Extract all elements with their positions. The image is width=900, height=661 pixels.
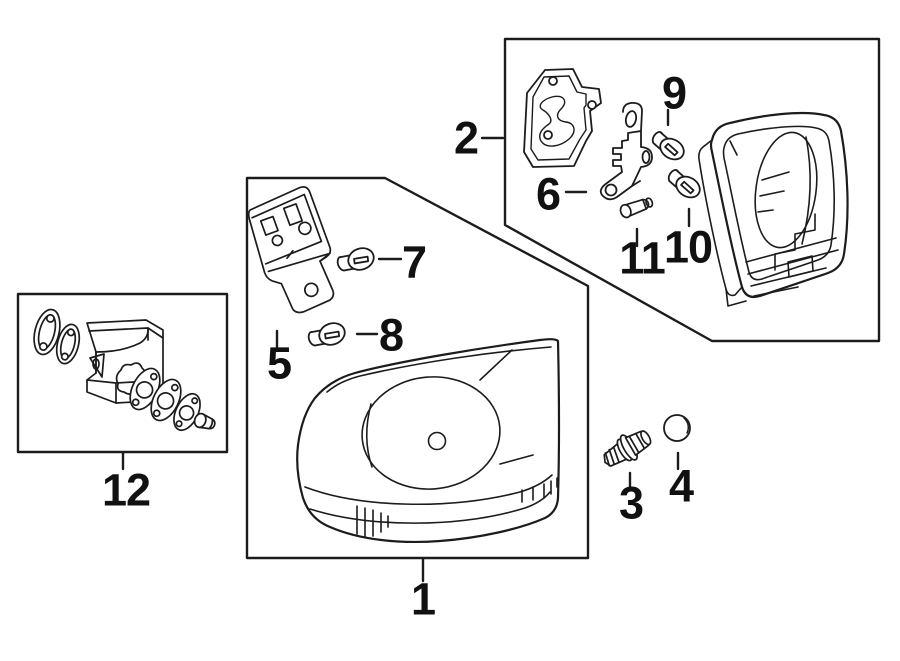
lamp-bracket-icon: [247, 186, 335, 314]
callout-10-arrow: [687, 207, 691, 228]
tail-lamp-lens-drawing: [698, 111, 849, 307]
callout-label-5: 5: [266, 337, 292, 389]
callout-label-10: 10: [663, 221, 713, 273]
bulb-icon: [651, 131, 685, 161]
tail-lamp-housing-drawing: [296, 338, 561, 544]
callout-label-4: 4: [668, 460, 694, 512]
gasket-icon: [173, 392, 201, 432]
bulb-icon: [619, 197, 654, 219]
callout-label-2: 2: [453, 112, 479, 164]
callout-label-1: 1: [410, 573, 436, 625]
callout-label-12: 12: [101, 464, 151, 516]
callout-label-9: 9: [661, 67, 687, 119]
cap-icon: [663, 414, 691, 442]
callout-5-arrow: [275, 329, 279, 351]
lamp-bracket-icon: [599, 102, 653, 201]
gasket-icon: [150, 378, 182, 422]
callout-8-arrow: [355, 332, 379, 336]
gasket-kit-drawing: [33, 308, 216, 432]
callout-7-arrow: [377, 257, 403, 261]
gasket-icon: [55, 323, 81, 365]
gasket-icon: [33, 308, 61, 356]
callout-label-7: 7: [401, 236, 427, 288]
mounting-plate-icon: [523, 68, 602, 168]
callout-label-3: 3: [618, 477, 644, 529]
screw-icon: [603, 430, 652, 467]
bulb-icon: [667, 169, 701, 199]
callout-6-arrow: [564, 190, 588, 194]
callout-9-arrow: [666, 108, 670, 127]
callout-label-8: 8: [378, 309, 404, 361]
bulb-icon: [336, 247, 375, 272]
plug-icon: [193, 412, 216, 430]
callout-label-11: 11: [619, 232, 666, 284]
callout-label-6: 6: [535, 168, 561, 220]
callout-4-arrow: [676, 451, 680, 471]
bulb-icon: [307, 322, 346, 347]
callout-11-arrow: [635, 227, 639, 248]
callout-3-arrow: [628, 471, 632, 489]
